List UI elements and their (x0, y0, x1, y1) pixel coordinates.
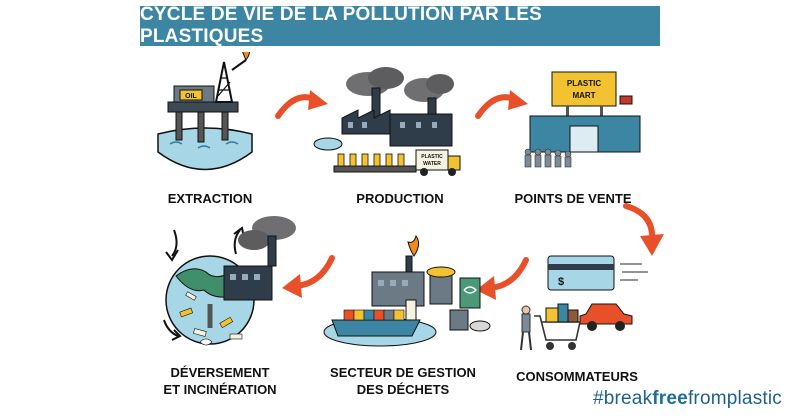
arrow-consommateurs-to-dechets (476, 257, 529, 300)
production-illustration: PLASTIC WATER (313, 67, 461, 176)
deversement-label-line2: ET INCINÉRATION (163, 382, 277, 397)
oil-sign-text: OIL (185, 93, 197, 100)
extraction-illustration: OIL (157, 52, 253, 171)
truck-text-line2: WATER (423, 161, 441, 167)
hashtag-suffix: fromplastic (687, 388, 782, 409)
points-de-vente-label: POINTS DE VENTE (514, 191, 632, 206)
dechets-label-line1: SECTEUR DE GESTION (330, 365, 476, 380)
consommateurs-label: CONSOMMATEURS (516, 369, 638, 384)
hashtag-breakfreefromplastic: #breakfreefromplastic (593, 388, 782, 410)
dechets-label-line2: DES DÉCHETS (356, 382, 450, 397)
deversement-label-line1: DÉVERSEMENT (170, 365, 270, 380)
consommateurs-illustration: $ (520, 255, 648, 351)
arrow-extraction-to-production (275, 90, 328, 119)
page-title: CYCLE DE VIE DE LA POLLUTION PAR LES PLA… (140, 4, 543, 47)
arrow-production-to-vente (475, 90, 528, 119)
extraction-label: EXTRACTION (167, 191, 253, 206)
hashtag-bold: free (652, 388, 688, 409)
production-label: PRODUCTION (356, 191, 444, 206)
truck-text-line1: PLASTIC (421, 154, 443, 160)
points-de-vente-illustration: PLASTIC MART (524, 71, 641, 168)
arrow-vente-to-consommateurs (623, 203, 664, 256)
hashtag-prefix: #break (592, 388, 653, 409)
title-banner: CYCLE DE VIE DE LA POLLUTION PAR LES PLA… (140, 4, 660, 47)
dechets-label: SECTEUR DE GESTION DES DÉCHETS (328, 364, 478, 398)
card-dollar-sign: $ (558, 276, 564, 288)
store-sign-line2: MART (572, 91, 595, 100)
dechets-illustration (323, 234, 491, 347)
deversement-illustration (163, 216, 296, 346)
arrow-dechets-to-deversement (282, 255, 335, 298)
store-sign-line1: PLASTIC (567, 79, 601, 88)
deversement-label: DÉVERSEMENT ET INCINÉRATION (150, 364, 290, 398)
